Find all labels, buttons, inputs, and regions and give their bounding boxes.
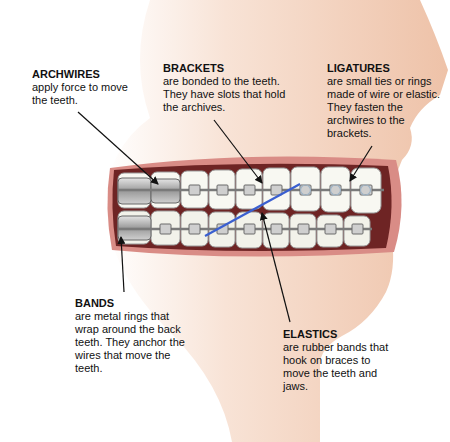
leader-line	[78, 112, 158, 184]
bracket	[217, 185, 228, 195]
leader-line	[121, 237, 124, 292]
elastic-band	[205, 184, 300, 236]
part-description: are metal rings that wrap around the bac…	[75, 310, 187, 375]
part-name: ARCHWIRES	[32, 68, 142, 81]
tooth	[118, 211, 150, 244]
part-name: BRACKETS	[163, 62, 293, 75]
bracket	[244, 224, 255, 234]
bracket	[271, 224, 282, 234]
part-description: are bonded to the teeth. They have slots…	[163, 75, 291, 114]
ligature	[301, 185, 311, 195]
bracket	[189, 185, 200, 195]
bracket	[325, 224, 336, 234]
part-name: ELASTICS	[283, 328, 403, 341]
ligature	[331, 185, 341, 195]
leader-line	[214, 120, 262, 183]
tooth	[317, 215, 343, 247]
bracket	[300, 185, 311, 195]
lips	[107, 156, 401, 256]
part-description: are rubber bands that hook on braces to …	[283, 341, 395, 393]
bracket	[244, 185, 255, 195]
tooth	[344, 216, 370, 246]
bracket	[271, 185, 282, 195]
bracket	[330, 185, 341, 195]
mouth-opening	[112, 164, 391, 251]
part-description: are small ties or rings made of wire or …	[327, 75, 445, 140]
bracket	[160, 224, 171, 234]
bracket	[352, 224, 363, 234]
leader-line	[262, 213, 290, 322]
ligature	[361, 185, 371, 195]
face-profile	[106, 0, 448, 442]
part-name: LIGATURES	[327, 62, 447, 75]
part-description: apply force to move the teeth.	[32, 81, 132, 107]
bracket	[298, 224, 309, 234]
bracket	[189, 224, 200, 234]
tooth	[290, 214, 316, 248]
leader-line	[350, 146, 372, 181]
ligatures	[301, 185, 371, 195]
leader-lines	[78, 112, 372, 322]
part-name: BANDS	[75, 297, 195, 310]
bracket	[360, 185, 372, 195]
